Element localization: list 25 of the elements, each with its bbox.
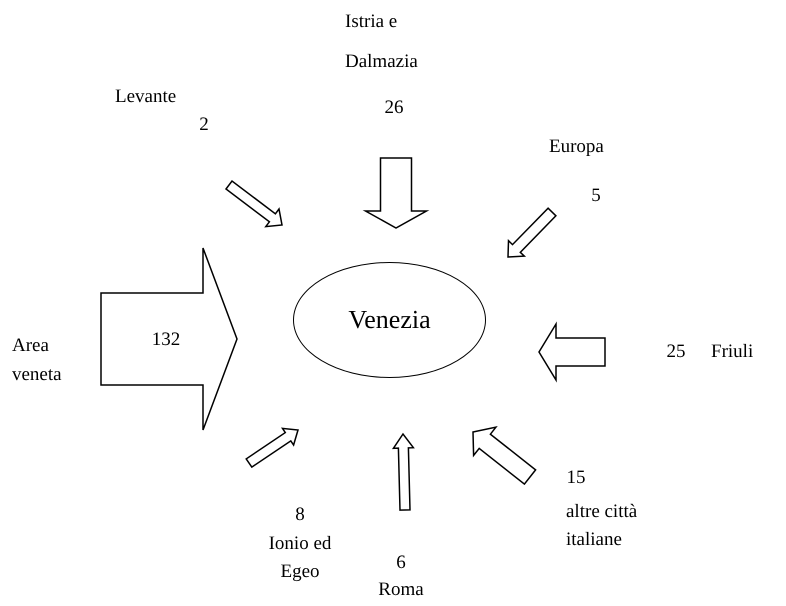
- flow-number: 15: [566, 467, 586, 489]
- flow-number: 25: [666, 341, 686, 363]
- place-name: altre città italiane: [566, 500, 638, 552]
- block-arrow: [245, 428, 299, 468]
- place-name: Friuli: [711, 341, 754, 363]
- flow-number: 5: [591, 185, 601, 207]
- block-arrow: [507, 207, 557, 258]
- block-arrow: [224, 180, 283, 228]
- flow-number: 8: [295, 504, 305, 526]
- place-name: Europa: [549, 136, 605, 158]
- flow-number: 6: [396, 552, 406, 574]
- flow-number: 2: [199, 114, 209, 136]
- block-arrow: [392, 432, 415, 511]
- place-name: Roma: [377, 579, 425, 601]
- place-name: Istria e Dalmazia: [345, 10, 419, 74]
- block-arrow: [538, 321, 606, 383]
- block-arrow: [362, 157, 430, 229]
- edge-label: 132: [152, 329, 180, 351]
- block-arrow: [100, 247, 238, 431]
- place-name: Levante: [115, 86, 178, 108]
- block-arrow: [472, 426, 537, 486]
- flow-number: 26: [384, 97, 404, 119]
- place-name: Area veneta: [12, 334, 63, 387]
- place-name: Ionio ed Egeo: [268, 532, 332, 584]
- ellipse-node: Venezia: [293, 262, 486, 378]
